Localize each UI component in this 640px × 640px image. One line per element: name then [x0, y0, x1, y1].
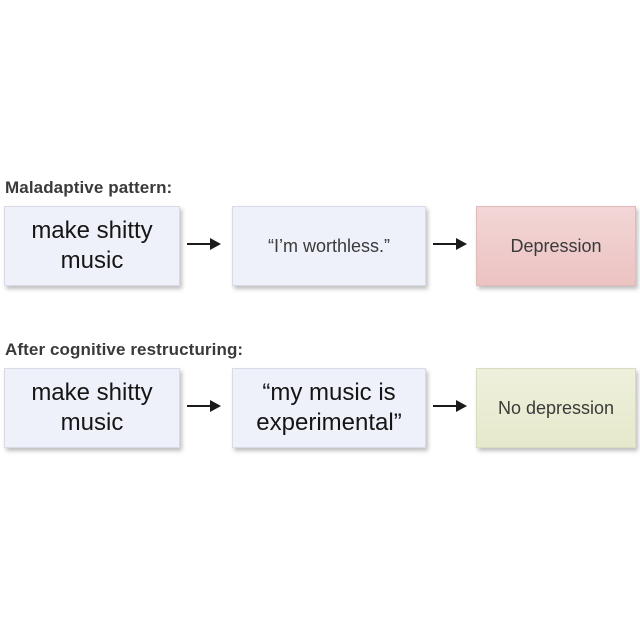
- section-title: Maladaptive pattern:: [5, 178, 173, 197]
- arrow-right-icon: [187, 238, 221, 250]
- trigger-box: make shitty music: [4, 368, 180, 448]
- outcome-text: No depression: [497, 397, 615, 418]
- trigger-text: make shitty music: [31, 217, 153, 274]
- maladaptive-pattern-section: Maladaptive pattern: make shitty music “…: [0, 178, 640, 286]
- outcome-box: No depression: [476, 368, 636, 448]
- outcome-box: Depression: [476, 206, 636, 286]
- arrow-right-icon: [433, 238, 467, 250]
- trigger-box: make shitty music: [4, 206, 180, 286]
- trigger-text: make shitty music: [31, 379, 153, 436]
- thought-box: “I’m worthless.”: [232, 206, 426, 286]
- arrow-right-icon: [433, 400, 467, 412]
- thought-text: “my music is experimental”: [256, 379, 402, 436]
- arrow-right-icon: [187, 400, 221, 412]
- thought-text: “I’m worthless.”: [267, 235, 390, 256]
- outcome-text: Depression: [510, 235, 602, 256]
- section-title: After cognitive restructuring:: [5, 340, 244, 359]
- restructured-pattern-section: After cognitive restructuring: make shit…: [0, 340, 640, 448]
- thought-box: “my music is experimental”: [232, 368, 426, 448]
